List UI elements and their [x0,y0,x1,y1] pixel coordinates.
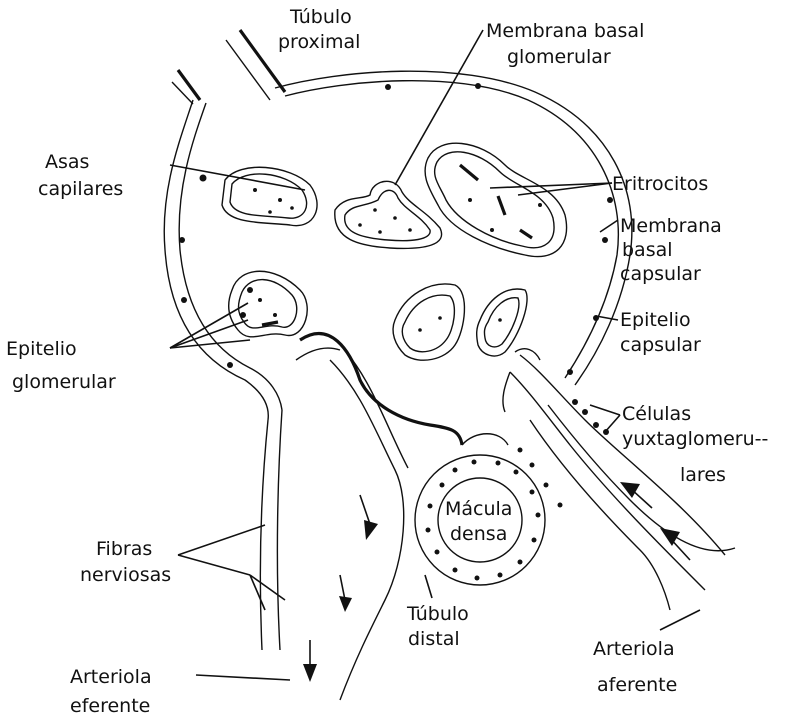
label-macula-densa-2: densa [450,523,507,545]
label-membrana-basal-glomerular-2: glomerular [507,46,611,68]
capillary-loops [222,143,567,360]
glomerular-basement-membrane-line [300,334,462,445]
label-tubulo-proximal-2: proximal [278,31,360,53]
label-celulas-yuxtaglomerulares-3: lares [680,464,726,486]
label-epitelio-capsular-1: Epitelio [620,309,691,331]
label-membrana-basal-capsular-1: Membrana [620,215,722,237]
label-celulas-yuxtaglomerulares-2: yuxtaglomeru-- [622,428,768,450]
label-eritrocitos: Eritrocitos [612,173,708,195]
label-epitelio-glomerular-1: Epitelio [6,338,77,360]
label-celulas-yuxtaglomerulares-1: Células [622,403,691,425]
label-macula-densa-1: Mácula [445,498,512,520]
label-fibras-nerviosas-2: nerviosas [80,564,171,586]
label-epitelio-glomerular-2: glomerular [12,371,116,393]
label-tubulo-proximal-1: Túbulo [289,6,352,28]
label-arteriola-aferente-1: Arteriola [593,638,675,660]
label-arteriola-eferente-2: eferente [70,695,150,717]
proximal-tubule-walls [172,30,285,104]
label-arteriola-eferente-1: Arteriola [70,666,152,688]
diagram-labels: Túbulo proximal Membrana basal glomerula… [6,6,768,717]
label-tubulo-distal-1: Túbulo [406,603,469,625]
label-fibras-nerviosas-1: Fibras [96,538,152,560]
label-membrana-basal-capsular-3: capsular [620,263,701,285]
label-tubulo-distal-2: distal [408,628,460,650]
label-membrana-basal-capsular-2: basal [622,239,673,261]
capsule-nuclei [179,83,613,375]
label-asas-capilares-2: capilares [38,178,123,200]
label-membrana-basal-glomerular-1: Membrana basal [486,20,644,42]
label-arteriola-aferente-2: aferente [597,674,677,696]
label-epitelio-capsular-2: capsular [620,334,701,356]
efferent-arteriole [260,348,408,700]
label-asas-capilares-1: Asas [45,151,89,173]
